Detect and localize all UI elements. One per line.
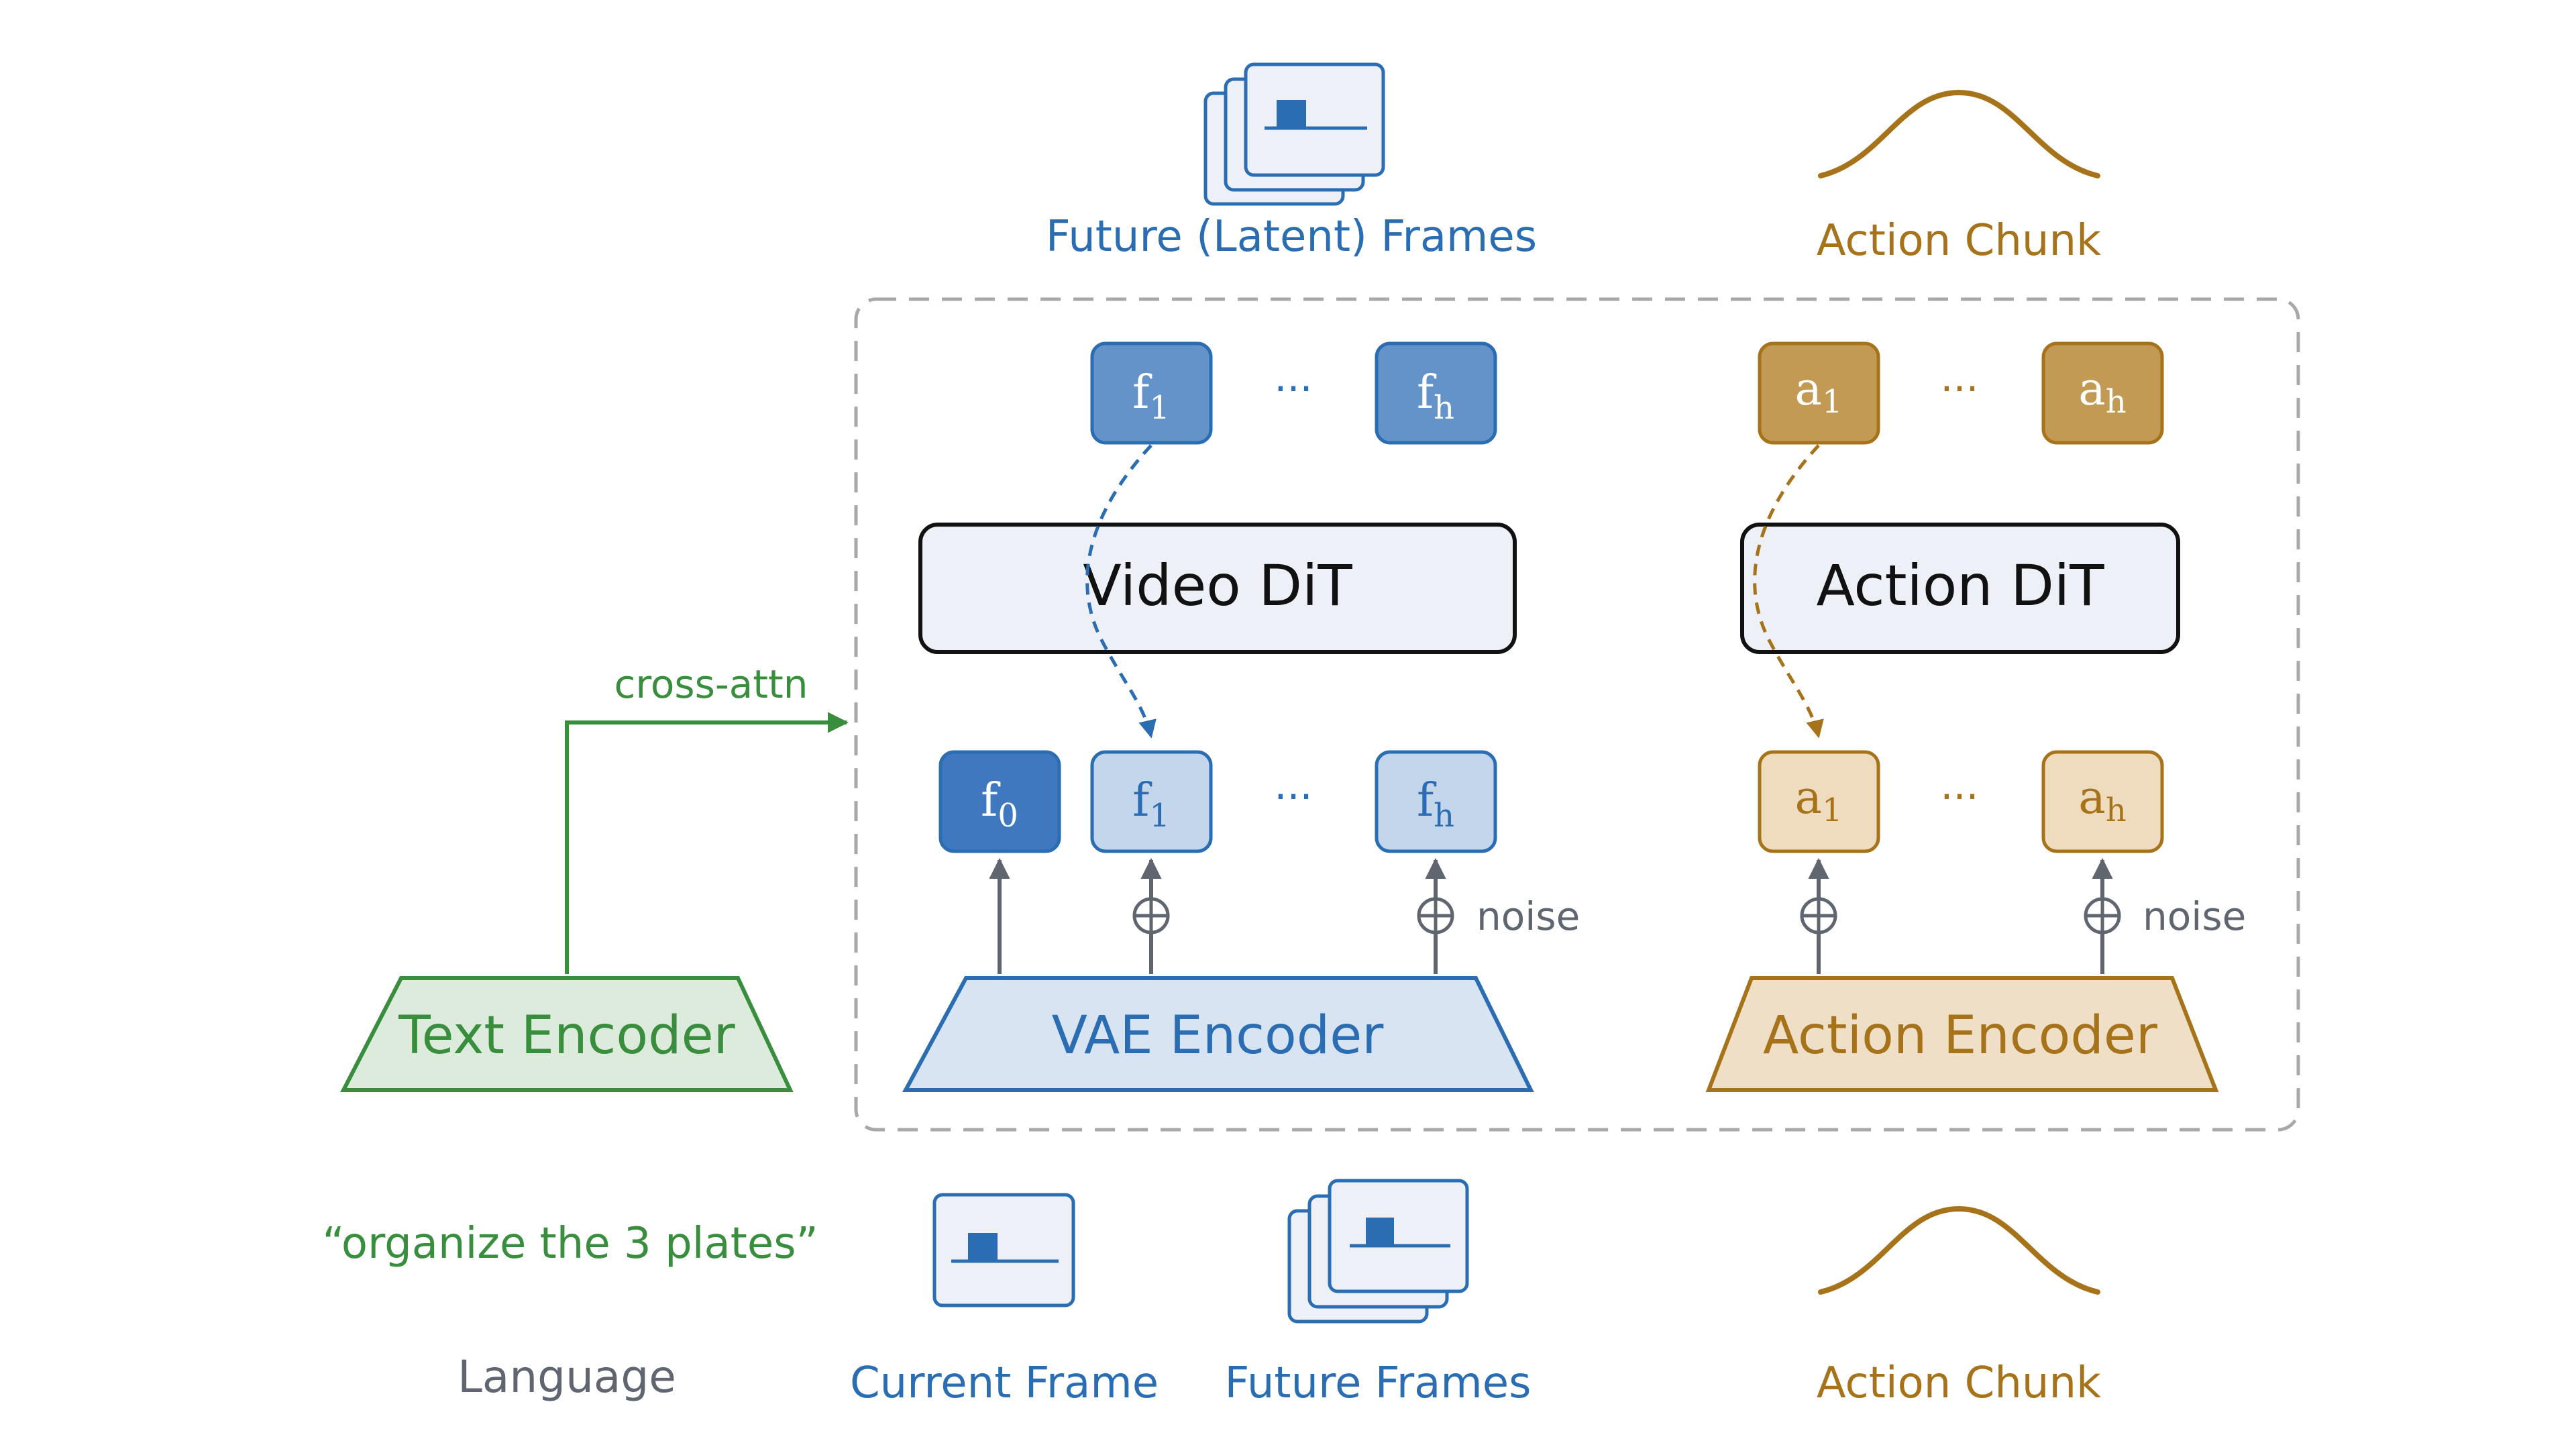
ah-noise-add (2084, 857, 2121, 974)
action-input-token-ah: ah (2041, 750, 2164, 853)
svg-text:fh: fh (1417, 774, 1454, 835)
svg-text:a1: a1 (1794, 771, 1842, 829)
token-subscript: h (1434, 797, 1454, 835)
action-chunk-bottom-curve-icon (1818, 1205, 2100, 1295)
fh-noise-add (1417, 857, 1454, 974)
token-subscript: 1 (1149, 797, 1170, 835)
current-frame-icon (932, 1193, 1075, 1307)
video-dit-label: Video DiT (1083, 553, 1352, 619)
video-output-token-f1: f1 (1090, 341, 1213, 445)
svg-text:ah: ah (2078, 771, 2126, 829)
action-chunk-top-label: Action Chunk (1817, 216, 2101, 266)
token-subscript: 1 (1822, 383, 1843, 421)
action-chunk-curve-icon (1818, 89, 2100, 178)
vae-encoder-block (902, 976, 1534, 1092)
svg-text:ah: ah (2078, 363, 2126, 421)
svg-text:f1: f1 (1132, 774, 1170, 835)
token-base: a (1794, 771, 1822, 824)
action-encoder-label: Action Encoder (1763, 1006, 2158, 1066)
token-base: a (1794, 363, 1822, 416)
cross-attn-label: cross-attn (614, 661, 808, 707)
svg-text:fh: fh (1417, 366, 1454, 427)
video-input-ellipsis: ··· (1274, 773, 1312, 820)
text-encoder-block (340, 976, 794, 1092)
future-latent-frames-label: Future (Latent) Frames (1046, 212, 1537, 262)
model-boundary (854, 297, 2300, 1132)
token-subscript: 1 (1822, 792, 1843, 829)
action-chunk-bottom-label: Action Chunk (1817, 1358, 2101, 1408)
current-frame-label: Current Frame (850, 1358, 1159, 1408)
action-input-token-a1: a1 (1758, 750, 1880, 853)
video-input-token-f0: f0 (938, 750, 1061, 853)
future-frames-label: Future Frames (1225, 1358, 1532, 1408)
token-base: a (2078, 771, 2106, 824)
video-dit-block (918, 523, 1517, 654)
action-input-ellipsis: ··· (1940, 773, 1978, 820)
action-output-ellipsis: ··· (1940, 366, 1978, 413)
svg-text:a1: a1 (1794, 363, 1842, 421)
token-base: f (1132, 774, 1152, 827)
action-output-token-ah: ah (2041, 341, 2164, 445)
language-label: Language (458, 1351, 676, 1403)
action-dit-label: Action DiT (1816, 553, 2104, 619)
video-input-token-fh: fh (1375, 750, 1497, 853)
video-noise-label: noise (1477, 894, 1580, 939)
video-output-ellipsis: ··· (1274, 366, 1312, 413)
token-subscript: 0 (998, 797, 1018, 835)
text-encoder-label: Text Encoder (398, 1006, 735, 1066)
action-noise-label: noise (2143, 894, 2246, 939)
action-encoder-block (1705, 976, 2219, 1092)
svg-text:f0: f0 (981, 774, 1018, 835)
token-subscript: h (1434, 389, 1454, 427)
a1-noise-add (1800, 857, 1837, 974)
future-frames-icon (1287, 1179, 1469, 1324)
f1-noise-add (1132, 857, 1170, 974)
action-output-token-a1: a1 (1758, 341, 1880, 445)
token-subscript: h (2106, 383, 2127, 421)
video-output-token-fh: fh (1375, 341, 1497, 445)
svg-text:f1: f1 (1132, 366, 1170, 427)
language-prompt-text: “organize the 3 plates” (322, 1219, 818, 1269)
future-latent-frames-icon (1203, 62, 1385, 206)
video-input-token-f1: f1 (1090, 750, 1213, 853)
token-base: f (1132, 366, 1152, 419)
token-base: f (1417, 366, 1437, 419)
token-base: f (981, 774, 1001, 827)
token-base: f (1417, 774, 1437, 827)
token-subscript: 1 (1149, 389, 1170, 427)
token-base: a (2078, 363, 2106, 416)
vae-encoder-label: VAE Encoder (1052, 1006, 1385, 1066)
token-subscript: h (2106, 792, 2127, 829)
action-dit-block (1740, 523, 2180, 654)
cross-attn-arrow (565, 712, 849, 974)
